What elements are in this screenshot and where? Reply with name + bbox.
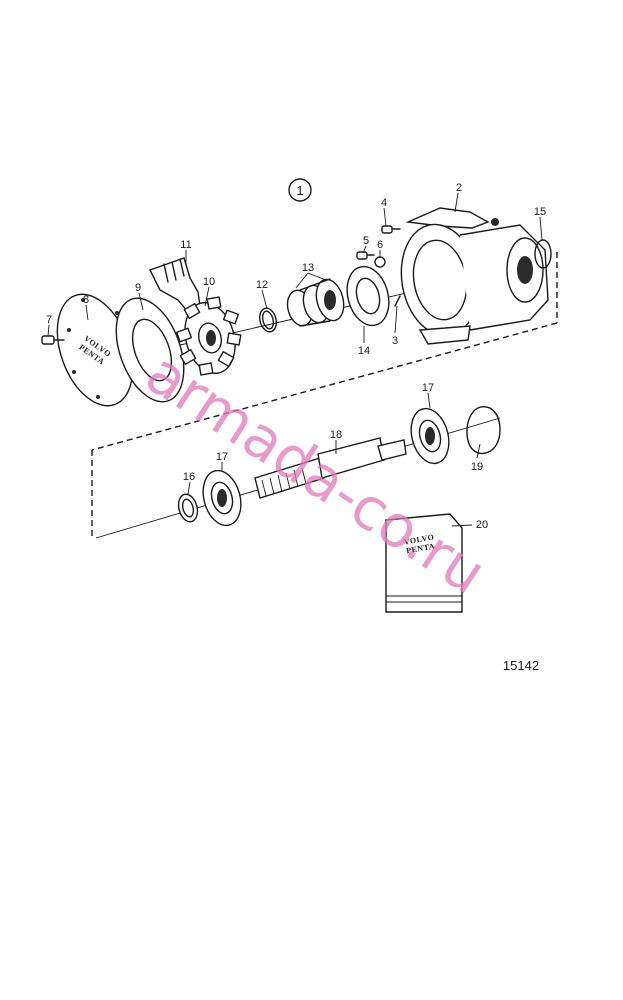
group-number-marker: 1	[288, 178, 312, 202]
part-label-4: 4	[381, 197, 387, 209]
part-label-10: 10	[203, 276, 215, 288]
assembly-frame	[91, 252, 558, 540]
part-label-11: 11	[180, 239, 191, 251]
part-label-7: 7	[46, 314, 52, 326]
bearing-lower	[202, 469, 242, 527]
pump-housing	[400, 207, 549, 345]
part-labels: 2 3 4 5 6 7 8 9 10 11 12 13 14 15 16 17 …	[46, 182, 546, 531]
bearing-upper	[410, 407, 450, 465]
part-label-20: 20	[476, 519, 488, 531]
pin-3	[394, 295, 401, 307]
screw-4	[381, 225, 401, 234]
pump-shaft	[254, 437, 407, 499]
part-label-16: 16	[183, 471, 195, 483]
part-label-18: 18	[330, 429, 342, 441]
part-label-15: 15	[534, 206, 546, 218]
part-label-12: 12	[256, 279, 268, 291]
screw-5	[356, 251, 375, 260]
part-label-9: 9	[135, 282, 141, 294]
cover-plate: VOLVO PENTA	[56, 293, 134, 407]
part-label-17-upper: 17	[422, 382, 434, 394]
part-label-17-lower: 17	[216, 451, 228, 463]
part-label-5: 5	[363, 235, 369, 247]
cam-plate	[149, 257, 201, 313]
part-label-14: 14	[358, 345, 370, 357]
impeller	[175, 296, 242, 376]
kit-bag: VOLVO PENTA	[385, 513, 463, 613]
gasket	[115, 297, 185, 403]
ring-16	[177, 493, 199, 523]
part-label-8: 8	[83, 294, 89, 306]
part-label-3: 3	[392, 335, 398, 347]
o-ring-12	[258, 307, 278, 333]
figure-code: 15142	[503, 658, 539, 673]
plug-6	[374, 256, 386, 268]
part-label-6: 6	[377, 239, 383, 251]
seal-assembly	[286, 278, 345, 327]
group-number: 1	[296, 183, 303, 198]
part-label-2: 2	[456, 182, 462, 194]
part-label-19: 19	[471, 461, 483, 473]
retaining-ring-15	[534, 239, 552, 269]
leader-lines	[47, 192, 543, 527]
part-label-13: 13	[302, 262, 314, 274]
circlip-19	[466, 405, 501, 455]
washer-14	[346, 265, 390, 327]
